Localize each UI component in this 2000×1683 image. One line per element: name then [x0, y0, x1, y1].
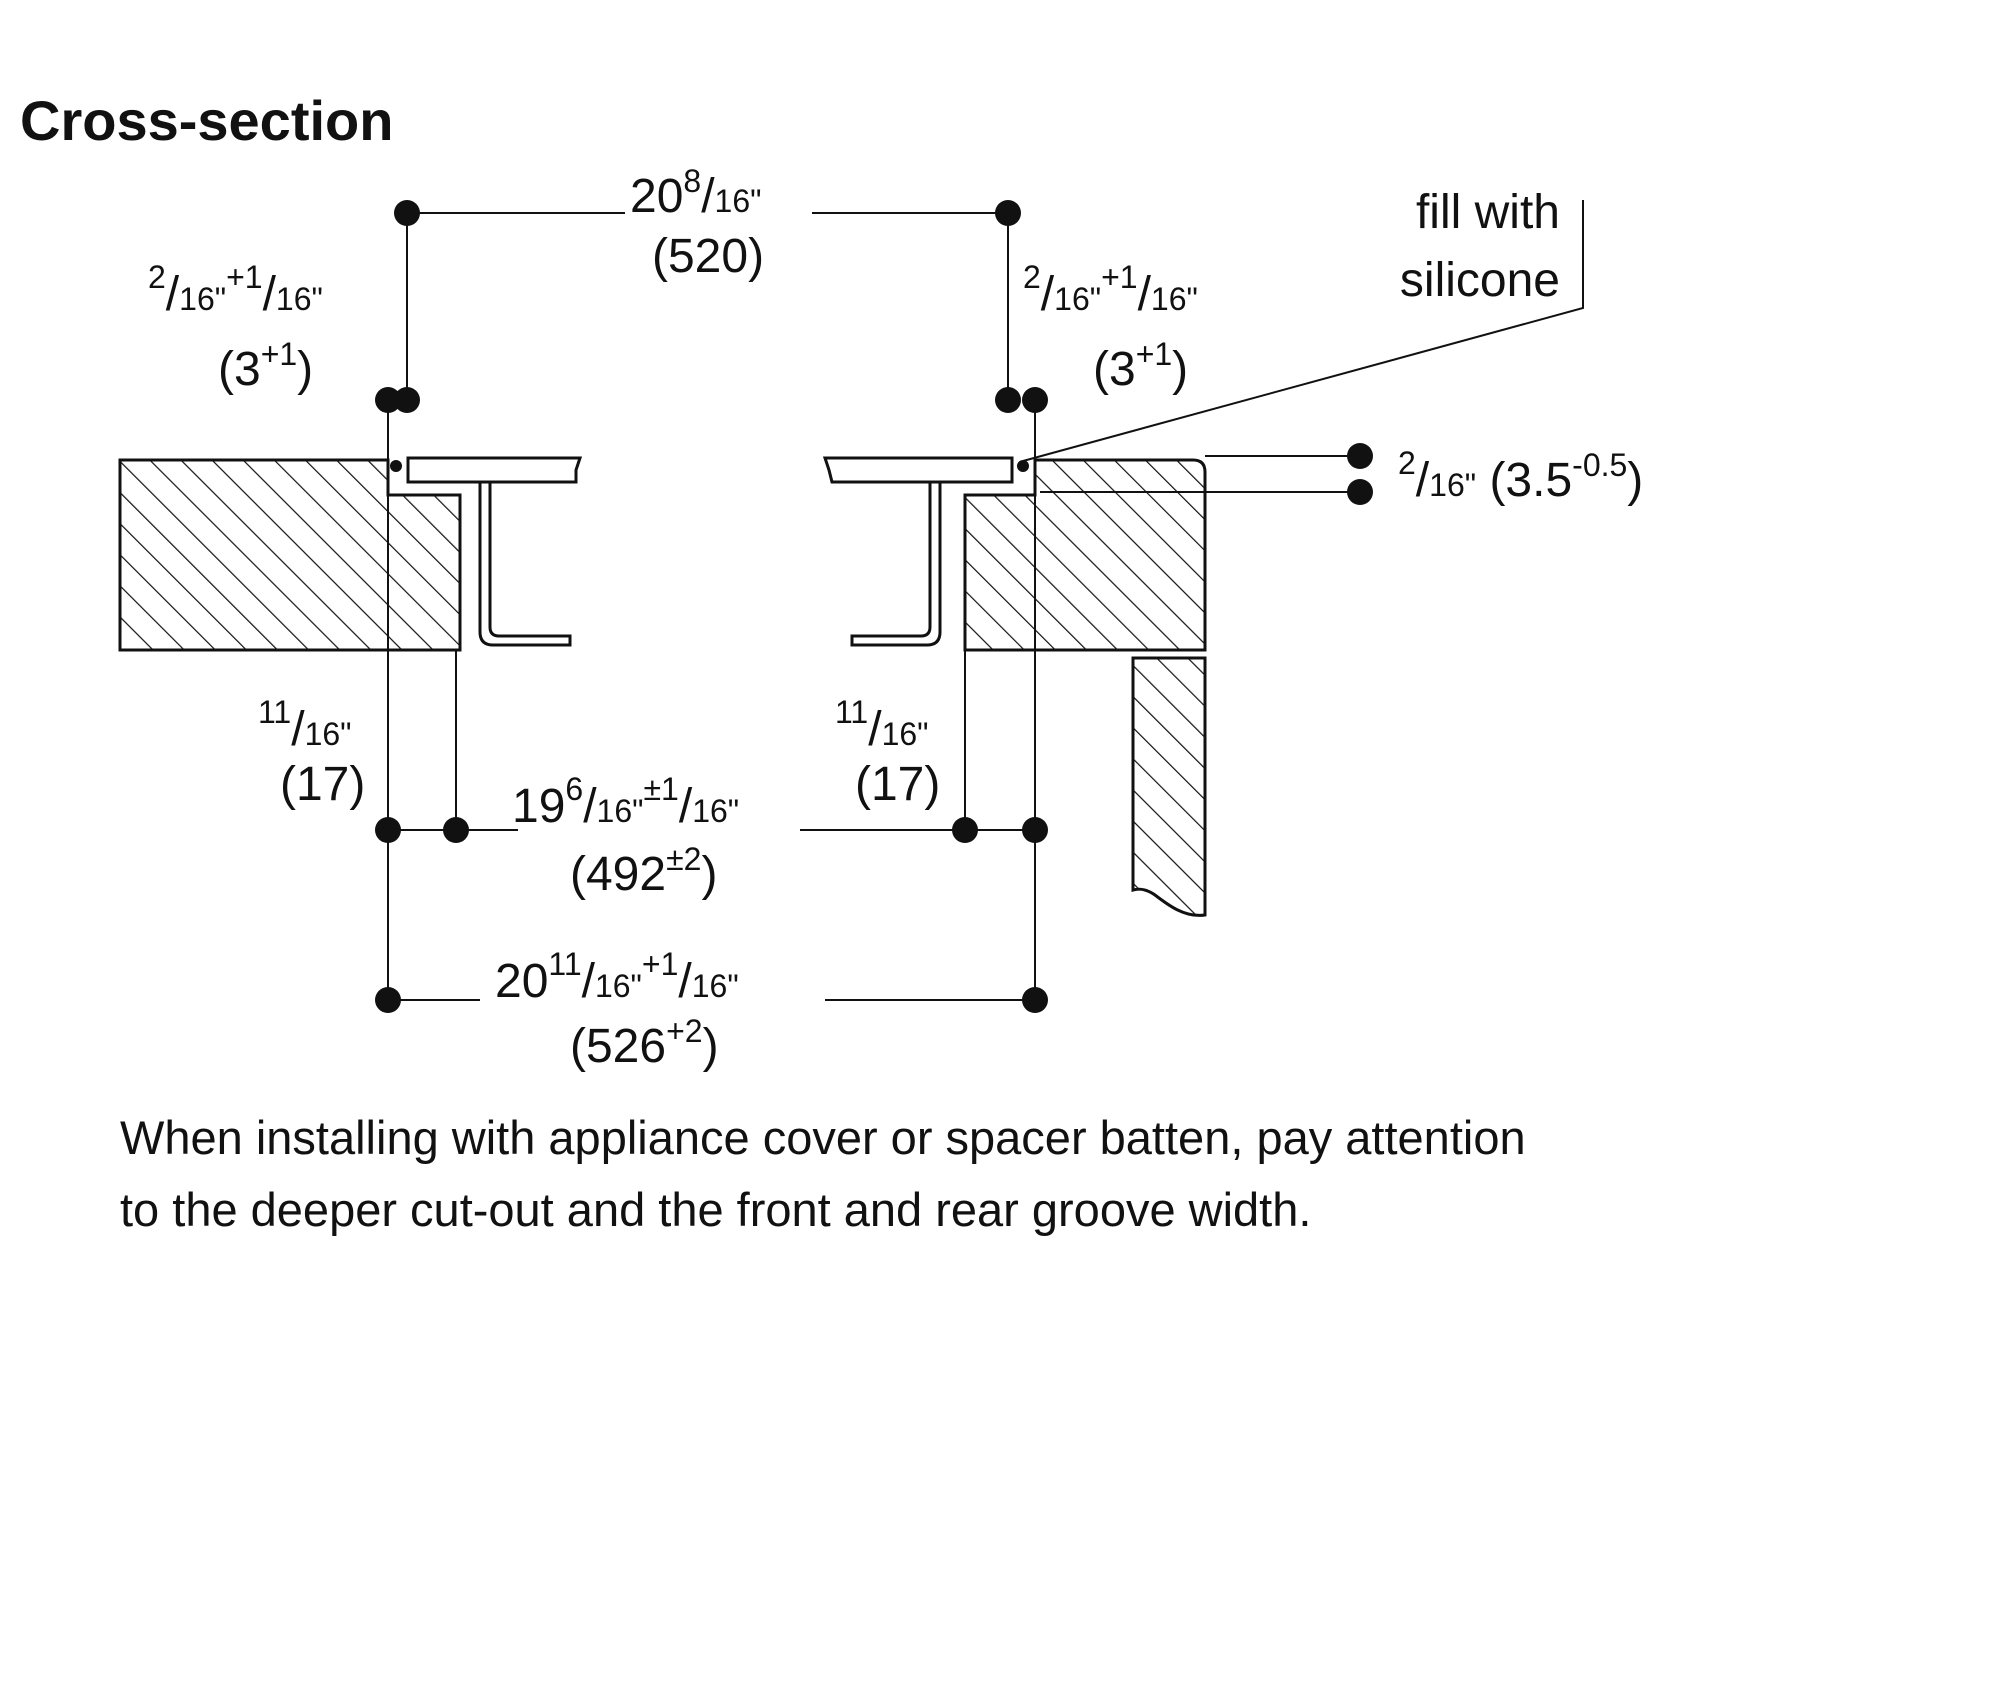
svg-text:2011/16"+1/16": 2011/16"+1/16"	[495, 946, 739, 1008]
inner-width-label: 196/16"±1/16" (492±2)	[512, 771, 739, 901]
svg-text:2/16" (3.5-0.5): 2/16" (3.5-0.5)	[1398, 445, 1643, 507]
left-appliance-frame	[406, 456, 583, 647]
svg-text:11/16": 11/16"	[835, 694, 929, 756]
right-appliance-frame	[822, 456, 1014, 647]
svg-text:(520): (520)	[652, 230, 764, 283]
left-worktop-section	[118, 458, 462, 652]
svg-text:(17): (17)	[855, 758, 940, 811]
svg-text:(492±2): (492±2)	[570, 841, 717, 901]
svg-text:fill with: fill with	[1416, 186, 1560, 239]
svg-text:208/16": 208/16"	[630, 163, 761, 223]
left-gap-label: 2/16"+1/16" (3+1)	[148, 259, 323, 396]
svg-text:(17): (17)	[280, 758, 365, 811]
fill-silicone-label: fill with silicone	[1400, 186, 1560, 307]
svg-text:2/16"+1/16": 2/16"+1/16"	[1023, 259, 1198, 321]
recess-depth-label: 2/16" (3.5-0.5)	[1398, 445, 1643, 507]
svg-text:silicone: silicone	[1400, 254, 1560, 307]
svg-text:(3+1): (3+1)	[1093, 336, 1188, 396]
installation-note-line: to the deeper cut-out and the front and …	[120, 1183, 1312, 1236]
left-frame-label: 11/16" (17)	[258, 694, 365, 811]
right-gap-label: 2/16"+1/16" (3+1)	[1023, 259, 1198, 396]
installation-note-line: When installing with appliance cover or …	[120, 1111, 1526, 1164]
right-frame-label: 11/16" (17)	[835, 694, 940, 811]
top-width-label: 208/16" (520)	[630, 163, 764, 283]
svg-text:2/16"+1/16": 2/16"+1/16"	[148, 259, 323, 321]
svg-text:11/16": 11/16"	[258, 694, 352, 756]
right-worktop-section	[963, 458, 1207, 652]
svg-text:(3+1): (3+1)	[218, 336, 313, 396]
installation-note: When installing with appliance cover or …	[120, 1102, 1880, 1246]
dimension-lines	[387, 200, 1584, 1001]
dimension-dots	[375, 200, 1373, 1013]
right-silicone-dot	[1017, 460, 1029, 472]
cutout-width-label: 2011/16"+1/16" (526+2)	[495, 946, 739, 1073]
cabinet-side-panel	[1131, 656, 1207, 917]
left-silicone-dot	[390, 460, 402, 472]
svg-text:(526+2): (526+2)	[570, 1013, 719, 1073]
page-title: Cross-section	[20, 89, 393, 152]
svg-text:196/16"±1/16": 196/16"±1/16"	[512, 771, 739, 833]
